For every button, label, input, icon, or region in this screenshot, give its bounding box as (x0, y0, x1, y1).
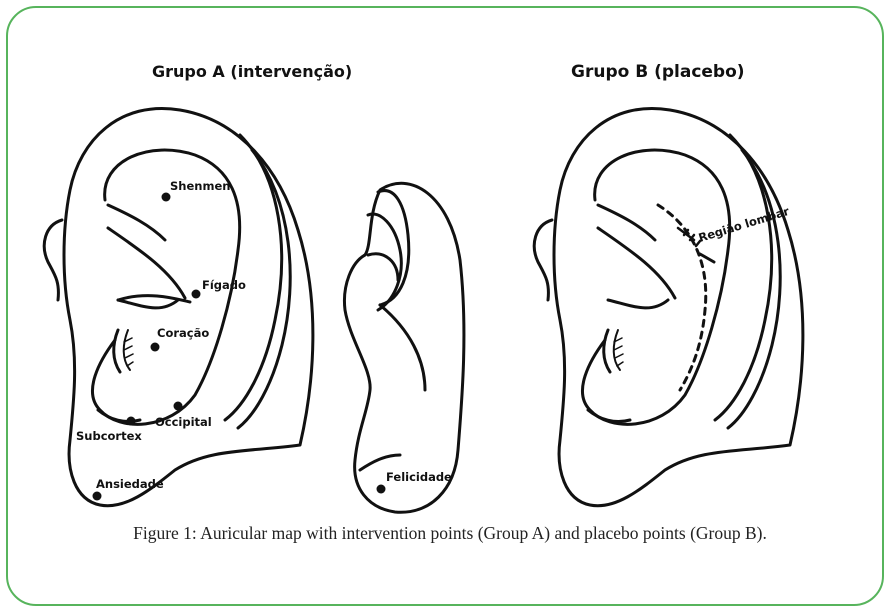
label-subcortex: Subcortex (76, 429, 142, 443)
label-coracao: Coração (157, 326, 209, 340)
point-ansiedade (93, 492, 102, 501)
point-figado (192, 290, 201, 299)
ear-b-illustration (534, 108, 803, 505)
point-shenmen (162, 193, 171, 202)
point-subcortex (127, 417, 136, 426)
ear-a-illustration (44, 108, 313, 505)
label-shenmen: Shenmen (170, 179, 230, 193)
label-occipital: Occipital (155, 415, 212, 429)
point-felicidade (377, 485, 386, 494)
ear-back-illustration (344, 183, 463, 512)
figure-caption: Figure 1: Auricular map with interventio… (90, 522, 810, 545)
points-back: Felicidade (377, 470, 453, 494)
label-figado: Fígado (202, 278, 246, 292)
point-coracao (151, 343, 160, 352)
label-felicidade: Felicidade (386, 470, 452, 484)
label-ansiedade: Ansiedade (96, 477, 164, 491)
point-occipital (174, 402, 183, 411)
auricular-map-diagram: Shenmen Fígado Coração Occipital Subcort… (0, 0, 892, 590)
